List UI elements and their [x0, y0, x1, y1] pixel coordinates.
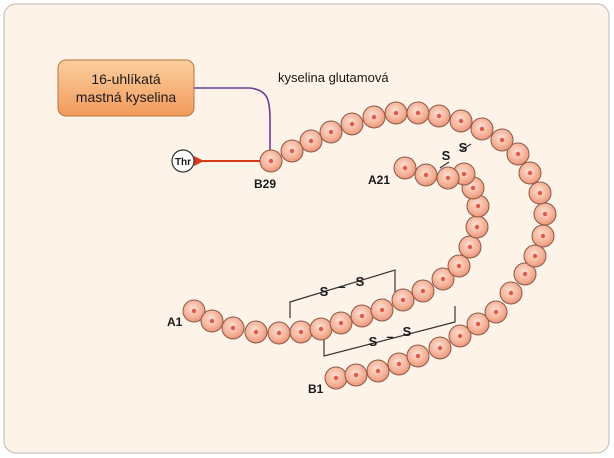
a-chain-residue	[350, 304, 374, 328]
b-chain-residue	[466, 312, 490, 336]
a-chain-residue	[411, 279, 435, 303]
fatty-acid-line-2: mastná kyselina	[76, 89, 177, 105]
a-chain-residue	[244, 320, 268, 344]
b-chain-residue	[324, 366, 348, 390]
a-chain-residue	[309, 317, 333, 341]
b-chain-residue	[523, 244, 547, 268]
b-chain-residue	[299, 129, 323, 153]
fatty-acid-line-1: 16-uhlíkatá	[91, 71, 160, 87]
disulfide-bracket-lower	[323, 306, 456, 357]
glutamic-acid-label: kyselina glutamová	[278, 70, 389, 85]
disulfide-middle-s2: S	[356, 274, 365, 289]
thr-label: Thr	[175, 157, 191, 168]
b-chain-residue	[384, 101, 408, 125]
a-chain-residue	[289, 320, 313, 344]
b-chain-residue	[513, 262, 537, 286]
a-chain-residue	[436, 166, 460, 190]
thr-residue	[171, 149, 195, 173]
a-chain-residue	[267, 321, 291, 345]
b-chain-residue	[344, 363, 368, 387]
disulfide-a-s2: S	[459, 140, 468, 155]
a-chain-residue	[370, 298, 394, 322]
fatty-acid-box	[57, 59, 195, 117]
b-chain-residue	[319, 120, 343, 144]
disulfide-bracket-middle	[289, 269, 396, 318]
b-chain-residue	[362, 105, 386, 129]
disulfide-middle-dash: –	[338, 279, 345, 294]
a-chain-residue	[465, 215, 489, 239]
b-chain-residue	[448, 324, 472, 348]
b-chain-residue	[518, 161, 542, 185]
b-chain-residue	[490, 128, 514, 152]
a-chain-residue	[458, 235, 482, 259]
disulfide-lower-s1: S	[369, 334, 378, 349]
b-chain-residue	[531, 224, 555, 248]
a-chain-residue	[182, 299, 206, 323]
a-chain-residue	[221, 316, 245, 340]
b-chain-residue	[506, 142, 530, 166]
a-chain-residue	[391, 288, 415, 312]
a-chain-residue	[414, 163, 438, 187]
a-chain-residue	[200, 309, 224, 333]
b-chain-residue	[406, 101, 430, 125]
b-chain-residue	[366, 359, 390, 383]
b-chain-residue	[528, 181, 552, 205]
glutamic-acid-linker	[194, 87, 271, 154]
a1-label: A1	[167, 315, 183, 329]
disulfide-lower-s2: S	[403, 324, 412, 339]
a-chain-residue	[431, 267, 455, 291]
a-chain-residue	[329, 311, 353, 335]
b-chain-residue	[259, 149, 283, 173]
a-chain-residue	[447, 254, 471, 278]
b-chain-residue	[499, 281, 523, 305]
b-chain-residue	[484, 300, 508, 324]
disulfide-middle-s1: S	[320, 284, 329, 299]
b29-label: B29	[254, 177, 276, 191]
b-chain-residue	[470, 117, 494, 141]
b-chain-residue	[428, 336, 452, 360]
b-chain-residue	[406, 344, 430, 368]
residue-beads	[182, 101, 557, 390]
disulfide-bracket-a-chain	[439, 143, 472, 169]
disulfide-a-s1: S	[442, 148, 451, 163]
b-chain-residue	[427, 104, 451, 128]
b-chain-residue	[280, 139, 304, 163]
b1-label: B1	[308, 382, 324, 396]
b-chain-residue	[340, 112, 364, 136]
b-chain-residue	[533, 202, 557, 226]
disulfide-lower-dash: –	[386, 329, 393, 344]
a-chain-residue	[393, 156, 417, 180]
a21-label: A21	[368, 173, 390, 187]
b-chain-residue	[449, 109, 473, 133]
